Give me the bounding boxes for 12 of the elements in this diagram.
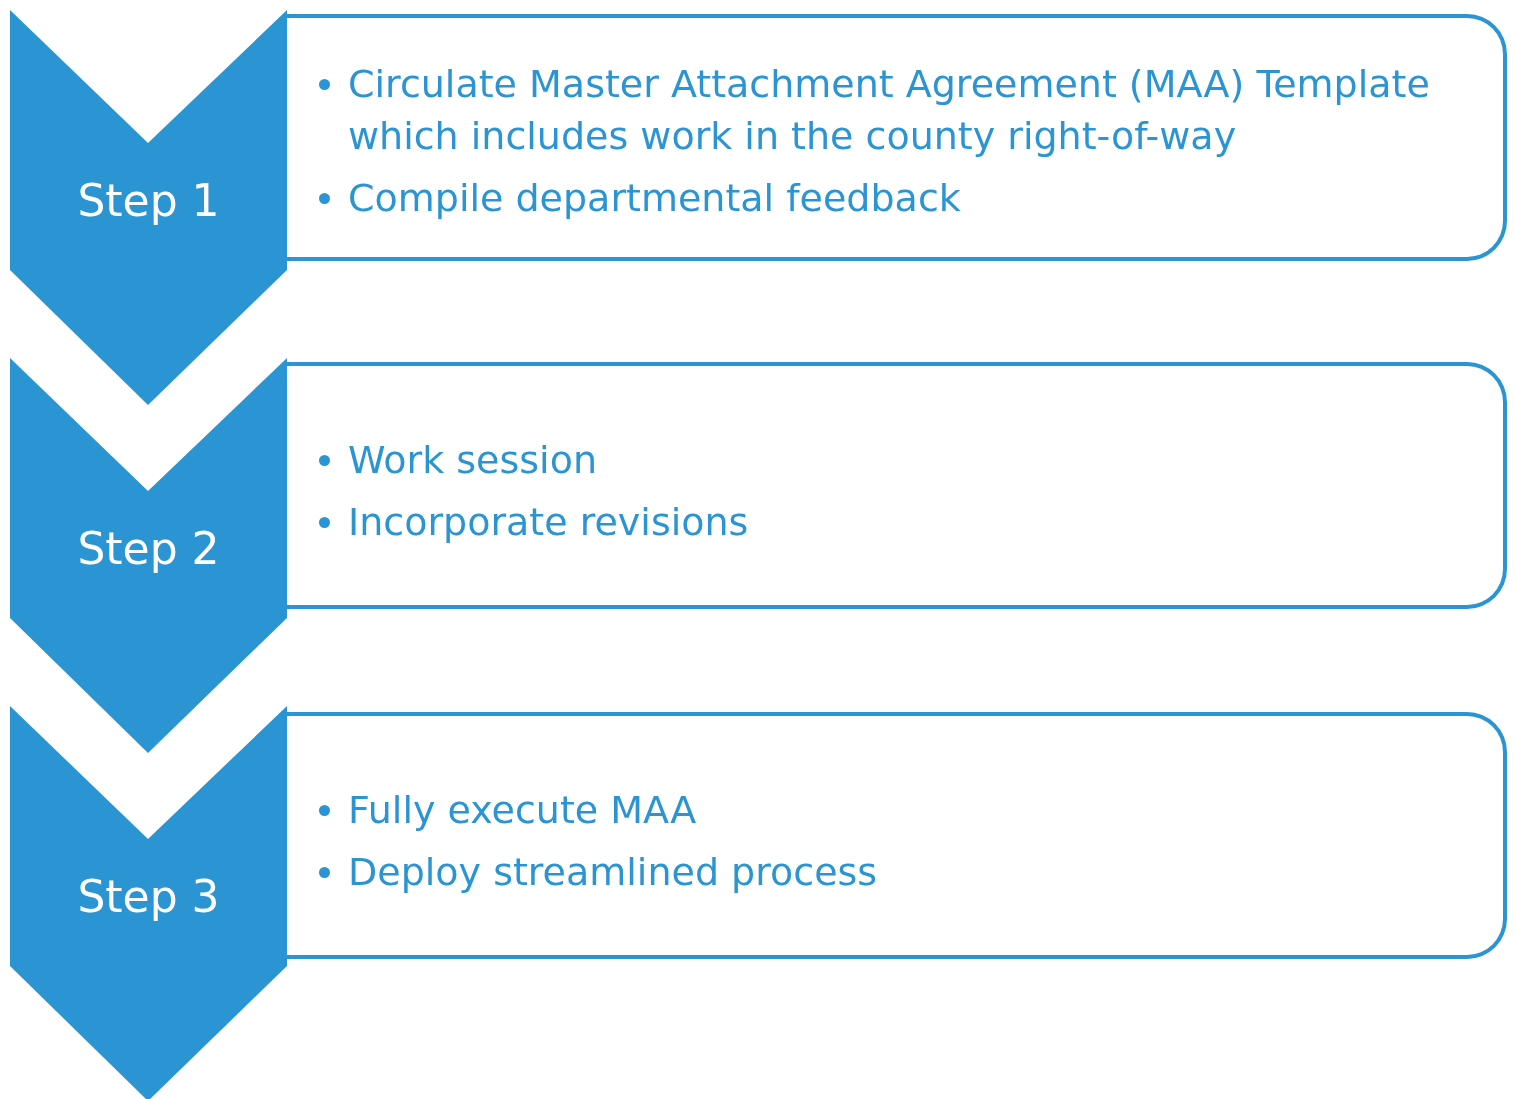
bullet-item: Work session — [315, 434, 1473, 486]
bullet-item: Fully execute MAA — [315, 784, 1473, 836]
step-card — [287, 712, 1507, 959]
bullet-item: Incorporate revisions — [315, 496, 1473, 548]
bullet-item: Deploy streamlined process — [315, 846, 1473, 898]
step-label: Step 3 — [76, 871, 221, 922]
bullet-item: Compile departmental feedback — [315, 172, 1473, 224]
step-label: Step 2 — [76, 523, 221, 574]
step-card — [287, 362, 1507, 609]
step-card — [287, 14, 1507, 261]
step-label: Step 1 — [76, 175, 221, 226]
bullet-item: Circulate Master Attachment Agreement (MAA) Template which includes work in the county right-of-way — [315, 58, 1473, 162]
